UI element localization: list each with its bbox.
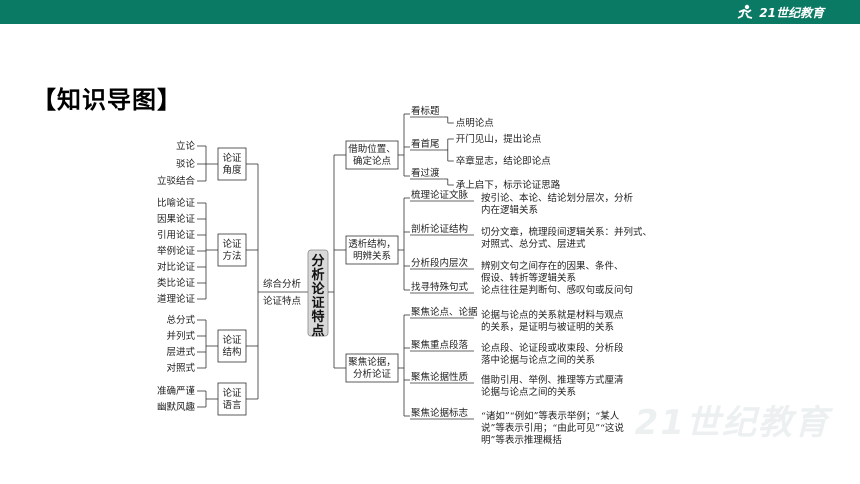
right-item-key-0-0: 看标题: [411, 105, 440, 117]
right-item-key-2-3: 聚焦论据标志: [411, 407, 468, 419]
right-item-desc: 卒章显志，结论即论点: [456, 155, 552, 167]
right-item-desc: 点明论点: [456, 117, 495, 129]
right-item-key-0-1: 看首尾: [411, 138, 440, 150]
right-item-desc: 落中论据与论点之间的关系: [481, 354, 595, 366]
left-item-1-6: 道理论证: [157, 293, 196, 305]
right-item-desc: 切分文章，梳理段间逻辑关系：并列式、: [481, 226, 652, 238]
left-item-2-2: 层进式: [166, 346, 195, 358]
right-item-desc: 明”等表示推理概括: [481, 434, 562, 446]
left-item-1-4: 对比论证: [157, 261, 196, 273]
mid-label-top: 综合分析: [263, 278, 302, 290]
right-item-desc: 对照式、总分式、层进式: [481, 238, 586, 250]
right-item-desc: 论点段、论证段或收束段、分析段: [481, 342, 624, 354]
center-topic-char: 论: [311, 281, 325, 297]
right-group-label: 借助位置、: [348, 143, 396, 155]
watermark-logo: 21世纪教育: [634, 403, 830, 443]
right-item-key-2-0: 聚焦论点、论据: [411, 306, 478, 318]
right-group-box: [345, 235, 399, 265]
right-group-label: 确定论点: [353, 155, 392, 167]
right-item-desc: “诸如”“例如”等表示举例；“某人: [481, 410, 620, 422]
left-group-label: 方法: [222, 250, 241, 262]
right-item-key-1-2: 分析段内层次: [411, 257, 469, 269]
right-item-desc: 论据与论点的关系就是材料与观点: [481, 309, 624, 321]
page-title: 【知识导图】: [32, 86, 182, 114]
right-item-desc: 论据与论点之间的关系: [481, 386, 576, 398]
center-topic-box: [307, 249, 329, 337]
mid-label-bottom: 论证特点: [263, 295, 302, 307]
left-group-box: [217, 233, 247, 267]
left-item-3-0: 准确严谨: [157, 385, 196, 397]
center-topic-char: 特: [311, 309, 324, 325]
left-group-label: 论证: [222, 334, 242, 346]
center-topic-char: 点: [311, 323, 324, 339]
right-item-key-1-0: 梳理论证文脉: [411, 189, 469, 201]
center-topic-char: 分: [311, 253, 324, 269]
right-item-desc: 辨别文句之间存在的因果、条件、: [481, 260, 624, 272]
right-item-key-2-1: 聚焦重点段落: [411, 339, 469, 351]
left-group-box: [217, 382, 247, 416]
left-group-label: 角度: [222, 164, 242, 176]
left-group-label: 论证: [222, 238, 242, 250]
right-item-desc: 借助引用、举例、推理等方式厘清: [481, 374, 624, 386]
left-group-label: 论证: [222, 387, 242, 399]
left-item-3-1: 幽默风趣: [157, 401, 196, 413]
left-group-label: 语言: [222, 399, 242, 411]
left-item-1-2: 引用论证: [157, 229, 196, 241]
brand-logo: 21世纪教育: [735, 3, 824, 21]
right-group-label: 分析论证: [353, 368, 392, 380]
right-item-key-0-2: 看过渡: [411, 167, 440, 179]
left-item-2-3: 对照式: [166, 362, 195, 374]
left-group-box: [217, 329, 247, 363]
right-item-key-2-2: 聚焦论据性质: [411, 371, 469, 383]
right-item-key-1-1: 剖析论证结构: [411, 223, 468, 235]
right-item-desc: 承上启下，标示论证思路: [456, 179, 561, 191]
left-item-1-5: 类比论证: [157, 277, 196, 289]
right-item-desc: 说”等表示引用；“由此可见”“这说: [481, 422, 624, 434]
right-item-desc: 假设、转折等逻辑关系: [481, 272, 576, 284]
left-item-0-0: 立论: [176, 140, 196, 152]
right-group-label: 聚焦论据，: [348, 356, 396, 368]
center-topic-char: 析: [311, 267, 324, 283]
left-item-2-1: 并列式: [166, 330, 195, 342]
right-item-desc: 开门见山，提出论点: [456, 133, 542, 145]
right-item-desc: 的关系，是证明与被证明的关系: [481, 321, 614, 333]
right-item-desc: 内在逻辑关系: [481, 204, 538, 216]
right-item-key-1-3: 找寻特殊句式: [411, 281, 469, 293]
left-group-box: [217, 147, 247, 181]
left-group-label: 论证: [222, 152, 242, 164]
top-banner: 21世纪教育: [0, 0, 860, 24]
right-group-label: 透析结构，: [348, 238, 396, 250]
right-group-label: 明辨关系: [353, 250, 391, 262]
left-group-label: 结构: [222, 346, 241, 358]
right-item-desc: 论点往往是判断句、感叹句或反问句: [481, 284, 633, 296]
brand-name: 21世纪教育: [759, 5, 824, 20]
left-item-1-0: 比喻论证: [157, 197, 196, 209]
right-item-desc: 按引论、本论、结论划分层次，分析: [481, 192, 634, 204]
left-item-2-0: 总分式: [166, 314, 195, 326]
left-item-0-1: 驳论: [176, 158, 196, 170]
left-item-0-2: 立驳结合: [157, 175, 196, 187]
left-item-1-1: 因果论证: [157, 213, 196, 225]
left-item-1-3: 举例论证: [157, 245, 196, 257]
right-group-box: [345, 353, 399, 383]
runner-icon: [737, 4, 753, 19]
center-topic-char: 证: [311, 296, 324, 311]
